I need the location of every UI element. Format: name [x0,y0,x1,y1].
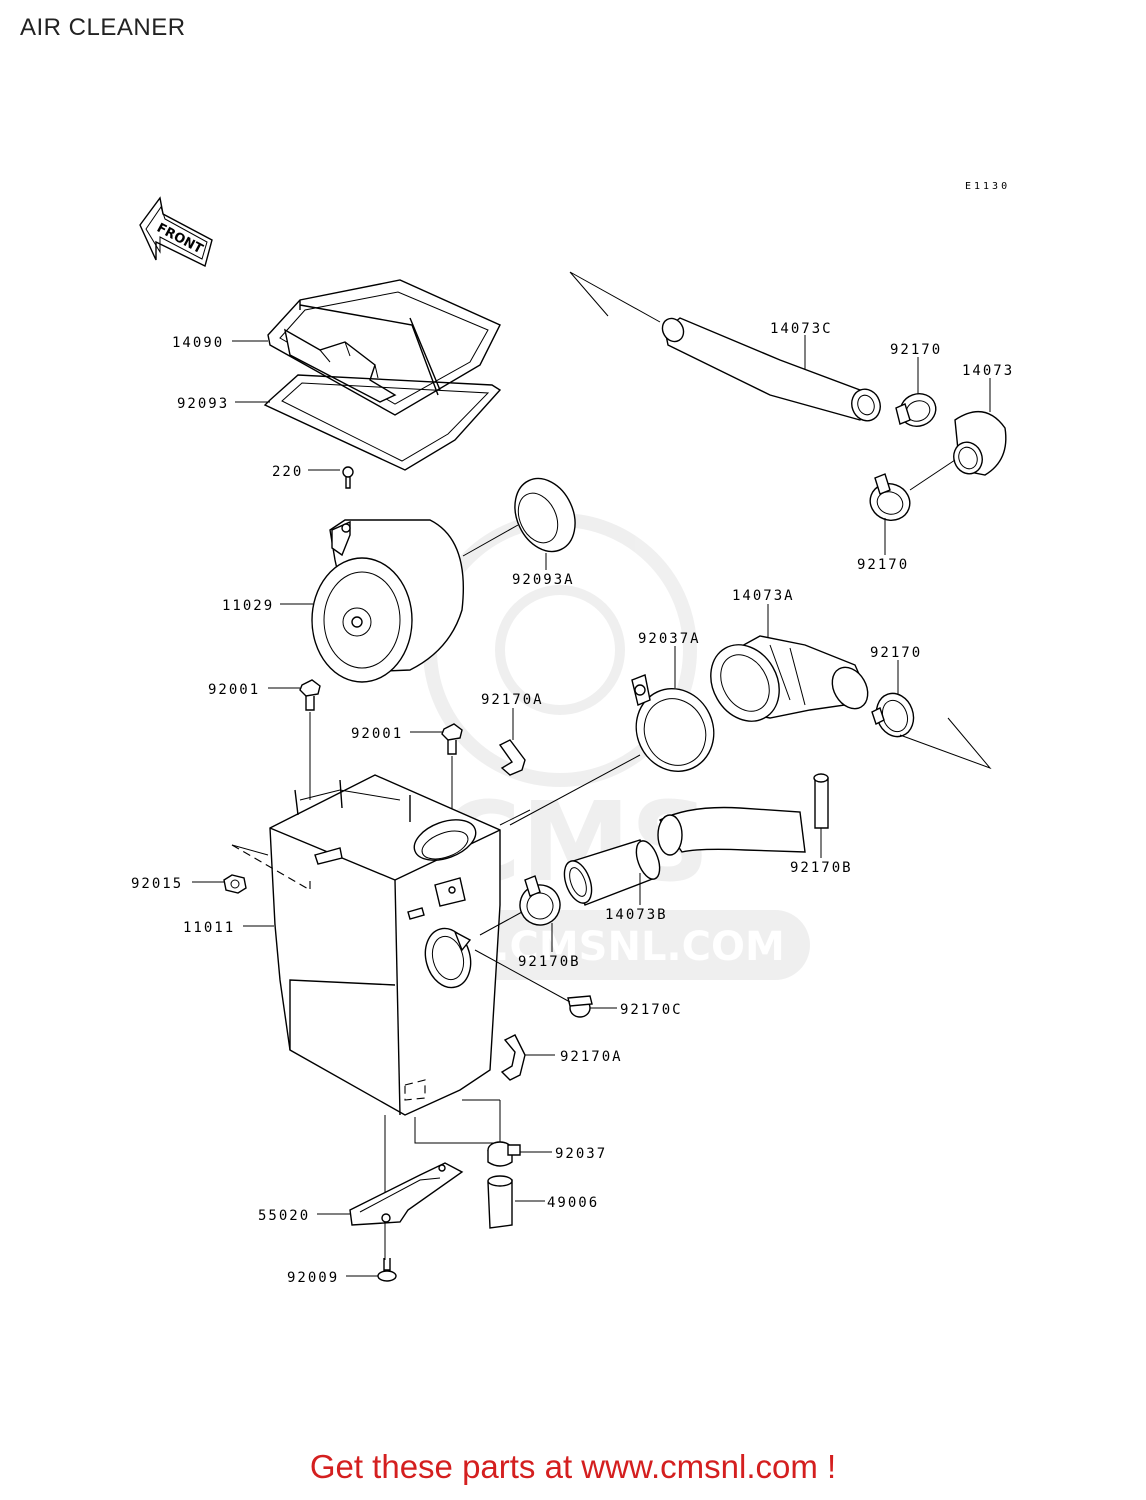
label-92009: 92009 [287,1270,339,1286]
part-clamp-92037A [509,674,715,826]
part-cap-14073 [953,411,1007,476]
label-92001-left: 92001 [208,682,260,698]
page-title: AIR CLEANER [20,14,186,41]
label-220: 220 [272,464,303,480]
part-screw-92009 [377,1258,397,1282]
label-92170B-right: 92170B [790,860,853,876]
label-55020: 55020 [258,1208,310,1224]
part-tube-49006 [487,1175,513,1229]
part-nut-92015 [223,874,247,894]
part-clip-92170A-top [498,739,526,776]
part-cover-14090 [267,279,501,416]
label-92170A-top: 92170A [481,692,544,708]
part-clamp-92170B-bottom [479,875,561,936]
label-92093A: 92093A [512,572,575,588]
part-clamp-92170-lower [869,459,956,521]
label-92170-lower: 92170 [857,557,909,573]
part-tube-92170B-right [813,773,829,829]
label-11011: 11011 [183,920,235,936]
part-clamp-92170-topright [895,393,937,427]
diagram-code: E1130 [965,181,1010,192]
part-hose-curved [657,806,806,856]
part-case-11011 [231,774,531,1116]
label-14073A: 14073A [732,588,795,604]
part-clip-92170A-bottom [500,1034,526,1081]
label-14073C: 14073C [770,321,833,337]
label-14073: 14073 [962,363,1014,379]
label-92037A: 92037A [638,631,701,647]
part-screw-220 [342,466,354,489]
front-arrow-icon: FRONT [139,196,213,268]
label-49006: 49006 [547,1195,599,1211]
part-bolt-92001-left [299,679,321,800]
part-clamp-92170-right [871,692,992,770]
footer-link[interactable]: www.cmsnl.com [581,1448,818,1485]
part-bracket-55020 [349,1162,464,1226]
part-clamp-92170C [474,949,593,1018]
label-92093: 92093 [177,396,229,412]
label-92001-mid: 92001 [351,726,403,742]
label-92015: 92015 [131,876,183,892]
drain-connector-lines [384,1099,501,1260]
label-92037: 92037 [555,1146,607,1162]
part-seal-92093A [462,477,576,557]
footer-prefix: Get these parts at [309,1448,573,1485]
part-hose-14073B [563,839,661,906]
label-14090: 14090 [172,335,224,351]
footer-promo: Get these parts at www.cmsnl.com ! [0,1448,1146,1486]
label-92170C: 92170C [620,1002,683,1018]
label-92170-topright: 92170 [890,342,942,358]
label-92170B-bottom: 92170B [518,954,581,970]
part-hose-14073C [569,271,881,422]
footer-suffix: ! [827,1448,837,1485]
label-14073B: 14073B [605,907,668,923]
part-elbow-14073A [710,635,869,722]
label-11029: 11029 [222,598,274,614]
part-gasket-92093 [263,374,502,471]
leader-lines [192,335,991,1277]
label-92170-right: 92170 [870,645,922,661]
part-filter-11029 [311,519,465,683]
label-92170A-bottom: 92170A [560,1049,623,1065]
part-clamp-92037 [487,1141,521,1167]
